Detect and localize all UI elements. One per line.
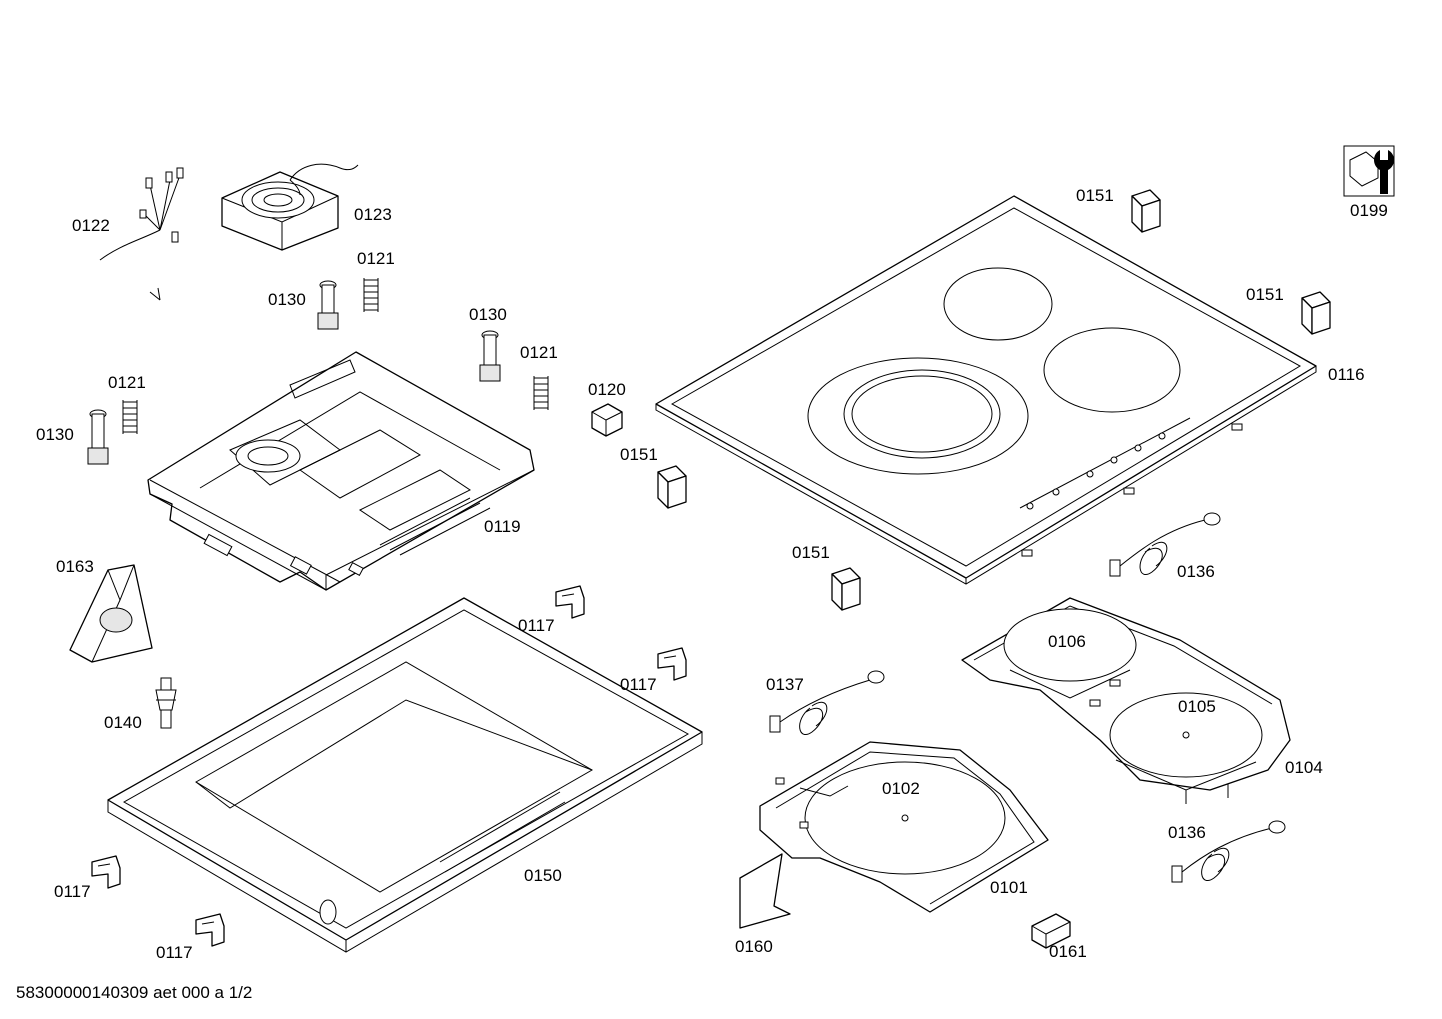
- callout-0199: 0199: [1350, 201, 1388, 220]
- callout-0136: 0136: [1177, 562, 1215, 581]
- part-0121-spring-c[interactable]: [122, 400, 138, 434]
- part-0130-foot-c[interactable]: [87, 409, 109, 465]
- part-0117-bracket-a[interactable]: [555, 585, 585, 619]
- part-0163-small-parts-bag[interactable]: [69, 564, 153, 663]
- callout-0122: 0122: [72, 216, 110, 235]
- callout-0117: 0117: [620, 675, 657, 694]
- part-0150-frame[interactable]: [107, 597, 703, 953]
- callout-0116: 0116: [1328, 365, 1365, 384]
- part-0117-bracket-b[interactable]: [657, 647, 687, 681]
- callout-0130: 0130: [268, 290, 306, 309]
- callout-0117: 0117: [156, 943, 193, 962]
- callout-0136: 0136: [1168, 823, 1206, 842]
- callout-0137: 0137: [766, 675, 804, 694]
- callout-0140: 0140: [104, 713, 142, 732]
- callout-0121: 0121: [357, 249, 395, 268]
- callout-0161: 0161: [1049, 942, 1087, 961]
- callout-0151: 0151: [792, 543, 830, 562]
- callout-0120: 0120: [588, 380, 626, 399]
- part-0122-cable-harness[interactable]: [66, 167, 203, 349]
- callout-0102: 0102: [882, 779, 920, 798]
- callout-0123: 0123: [354, 205, 392, 224]
- callout-0130: 0130: [469, 305, 507, 324]
- callout-0104: 0104: [1285, 758, 1323, 777]
- part-0130-foot-b[interactable]: [479, 330, 501, 382]
- part-0104-coil-carrier[interactable]: [961, 597, 1291, 804]
- part-0151-clip-b[interactable]: [1301, 291, 1331, 335]
- callout-0121: 0121: [520, 343, 558, 362]
- part-0151-clip-c[interactable]: [657, 465, 687, 509]
- part-0101-coil-tray[interactable]: [759, 741, 1049, 913]
- part-0121-spring-b[interactable]: [533, 376, 549, 410]
- part-0123-fan[interactable]: [221, 163, 359, 251]
- part-0199-service-kit[interactable]: [1343, 145, 1395, 197]
- part-0151-clip-a[interactable]: [1131, 189, 1161, 233]
- part-0136-temp-sensor-b[interactable]: [1171, 820, 1286, 883]
- callout-0151: 0151: [1246, 285, 1284, 304]
- callout-0130: 0130: [36, 425, 74, 444]
- callout-0150: 0150: [524, 866, 562, 885]
- callout-0117: 0117: [518, 616, 555, 635]
- part-0121-spring-a[interactable]: [363, 278, 379, 312]
- part-0117-bracket-d[interactable]: [195, 913, 225, 947]
- part-0151-clip-d[interactable]: [831, 567, 861, 611]
- part-0120-connector[interactable]: [591, 403, 623, 437]
- callout-0106: 0106: [1048, 632, 1086, 651]
- part-0117-bracket-c[interactable]: [91, 855, 121, 889]
- callout-0151: 0151: [1076, 186, 1114, 205]
- document-code: 58300000140309 aet 000 a 1/2: [16, 983, 252, 1002]
- part-0160-insulation-sheet[interactable]: [739, 853, 791, 929]
- callout-0119: 0119: [484, 517, 521, 536]
- part-0119-base-housing[interactable]: [147, 351, 535, 591]
- callout-labels: 0122 0123 0121 0130 0130 0121 0121 0120 …: [36, 186, 1388, 962]
- callout-0101: 0101: [990, 878, 1028, 897]
- callout-0117: 0117: [54, 882, 91, 901]
- part-0116-glass-ceramic-top[interactable]: [655, 195, 1317, 585]
- part-0140-clip[interactable]: [155, 677, 177, 729]
- callout-0121: 0121: [108, 373, 146, 392]
- part-0137-temp-sensor[interactable]: [769, 670, 885, 735]
- part-0161-terminal-block[interactable]: [1031, 913, 1071, 949]
- callout-0163: 0163: [56, 557, 94, 576]
- callout-0105: 0105: [1178, 697, 1216, 716]
- callout-0160: 0160: [735, 937, 773, 956]
- callout-0151: 0151: [620, 445, 658, 464]
- part-0136-temp-sensor-a[interactable]: [1109, 512, 1221, 577]
- part-0130-foot-a[interactable]: [317, 280, 339, 330]
